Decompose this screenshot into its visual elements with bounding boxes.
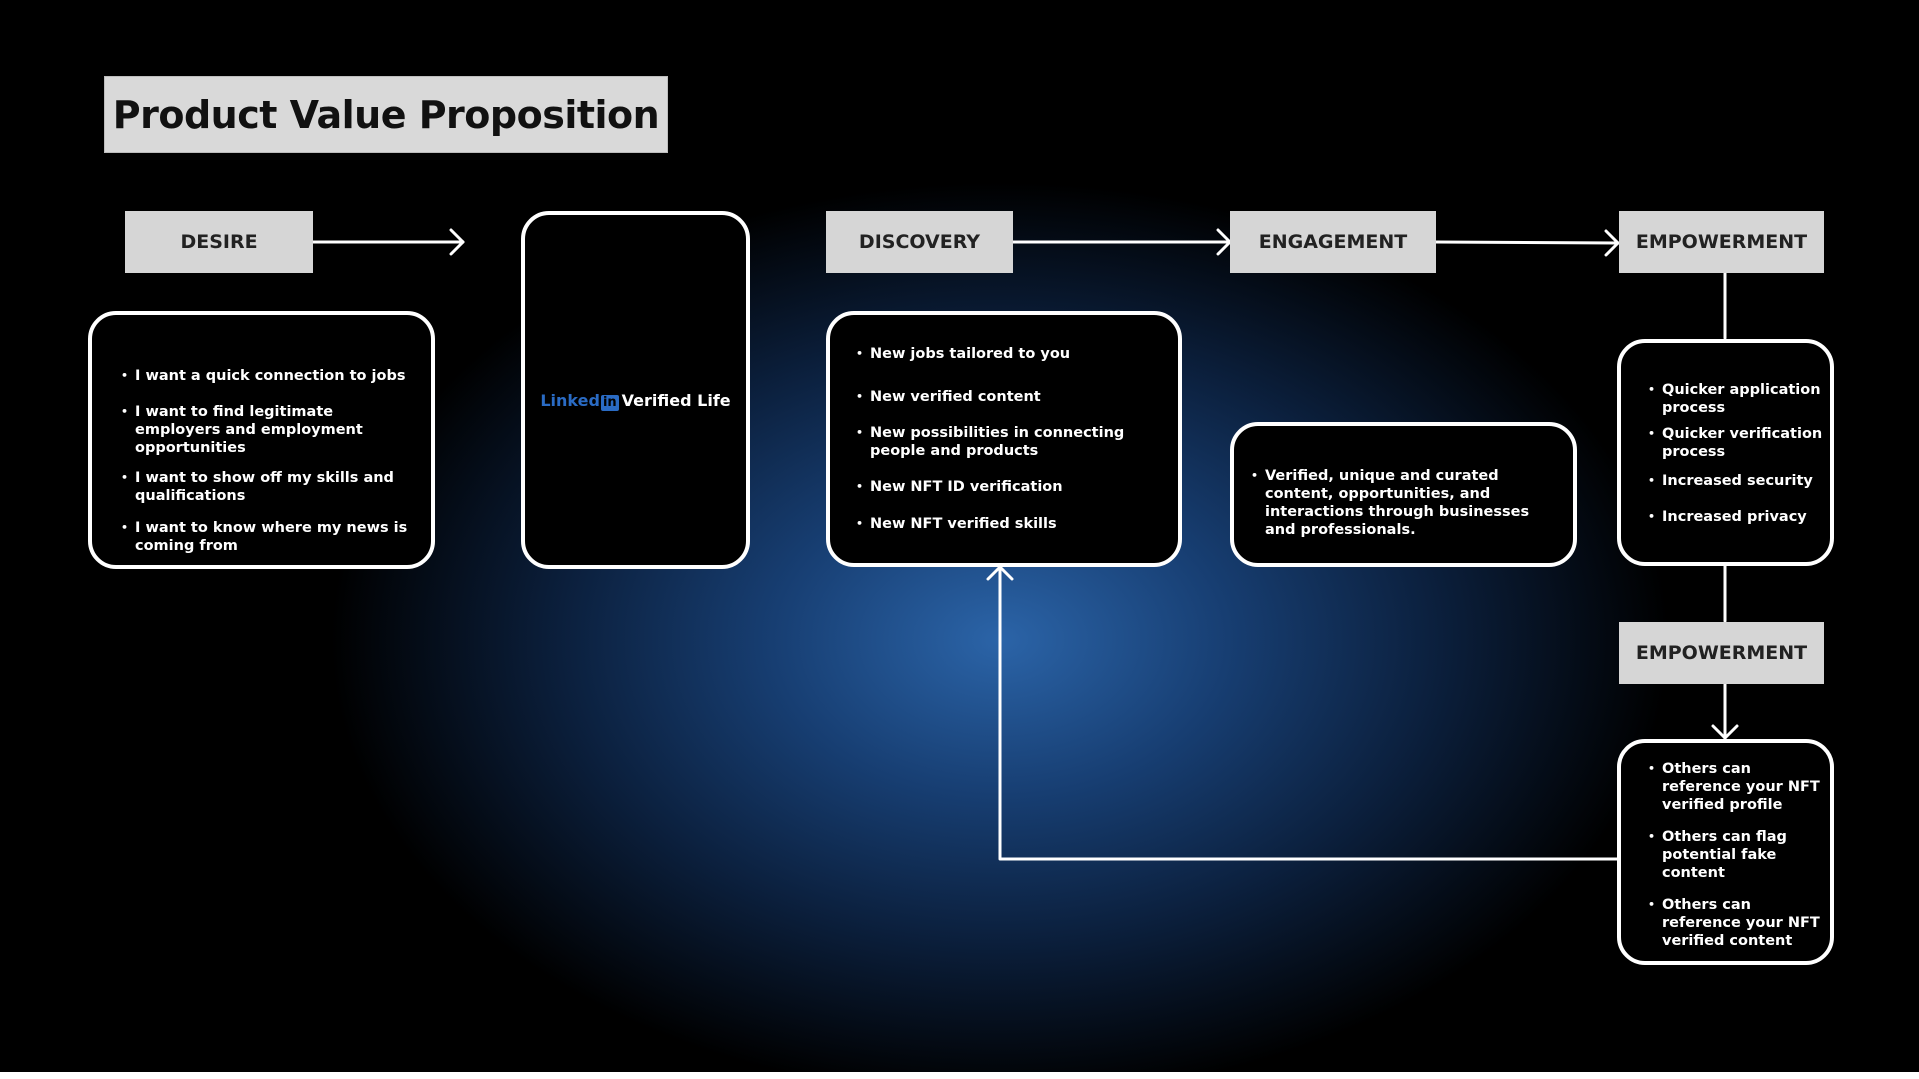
arrowhead-desire-to-product [449, 228, 465, 256]
logo-text-verified-life: Verified Life [621, 391, 731, 410]
stage-desire: DESIRE [125, 211, 313, 273]
list-item: New jobs tailored to you [856, 345, 1166, 363]
list-item: I want to know where my news is coming f… [121, 519, 416, 555]
list-item: Quicker verification process [1648, 425, 1828, 461]
stage-empowerment: EMPOWERMENT [1619, 211, 1824, 273]
page-title-text: Product Value Proposition [112, 92, 660, 137]
arrowhead-empowerment2-to-card [1711, 724, 1739, 740]
list-item: Others can flag potential fake content [1648, 828, 1828, 882]
list-item: Increased privacy [1648, 508, 1828, 526]
arrowhead-feedback-to-discovery [986, 565, 1014, 581]
list-item: Others can reference your NFT verified p… [1648, 760, 1828, 814]
page-title: Product Value Proposition [104, 76, 668, 153]
logo-text-linked: Linked [540, 391, 600, 410]
list-item: I want to show off my skills and qualifi… [121, 469, 416, 505]
list-item: I want a quick connection to jobs [121, 367, 416, 385]
empowerment-card: Quicker application process Quicker veri… [1617, 339, 1834, 566]
logo-in-badge: in [600, 395, 619, 411]
list-item: Quicker application process [1648, 381, 1828, 417]
discovery-card: New jobs tailored to you New verified co… [826, 311, 1182, 567]
list-item: New NFT verified skills [856, 515, 1166, 533]
stage-discovery: DISCOVERY [826, 211, 1013, 273]
list-item: Verified, unique and curated content, op… [1251, 467, 1561, 539]
arrowhead-engagement-to-empowerment [1604, 229, 1620, 257]
list-item: New possibilities in connecting people a… [856, 424, 1166, 460]
arrow-engagement-to-empowerment [1434, 240, 1620, 245]
list-item: New NFT ID verification [856, 478, 1166, 496]
stage-engagement: ENGAGEMENT [1230, 211, 1436, 273]
list-item: I want to find legitimate employers and … [121, 403, 416, 457]
feedback-loop-to-discovery [998, 565, 1619, 861]
empowerment-secondary-card: Others can reference your NFT verified p… [1617, 739, 1834, 965]
list-item: New verified content [856, 388, 1166, 406]
stage-empowerment-secondary: EMPOWERMENT [1619, 622, 1824, 684]
list-item: Increased security [1648, 472, 1828, 490]
list-item: Others can reference your NFT verified c… [1648, 896, 1828, 950]
desire-card: I want a quick connection to jobs I want… [88, 311, 435, 569]
engagement-card: Verified, unique and curated content, op… [1230, 422, 1577, 567]
bottom-margin [0, 1072, 1919, 1079]
